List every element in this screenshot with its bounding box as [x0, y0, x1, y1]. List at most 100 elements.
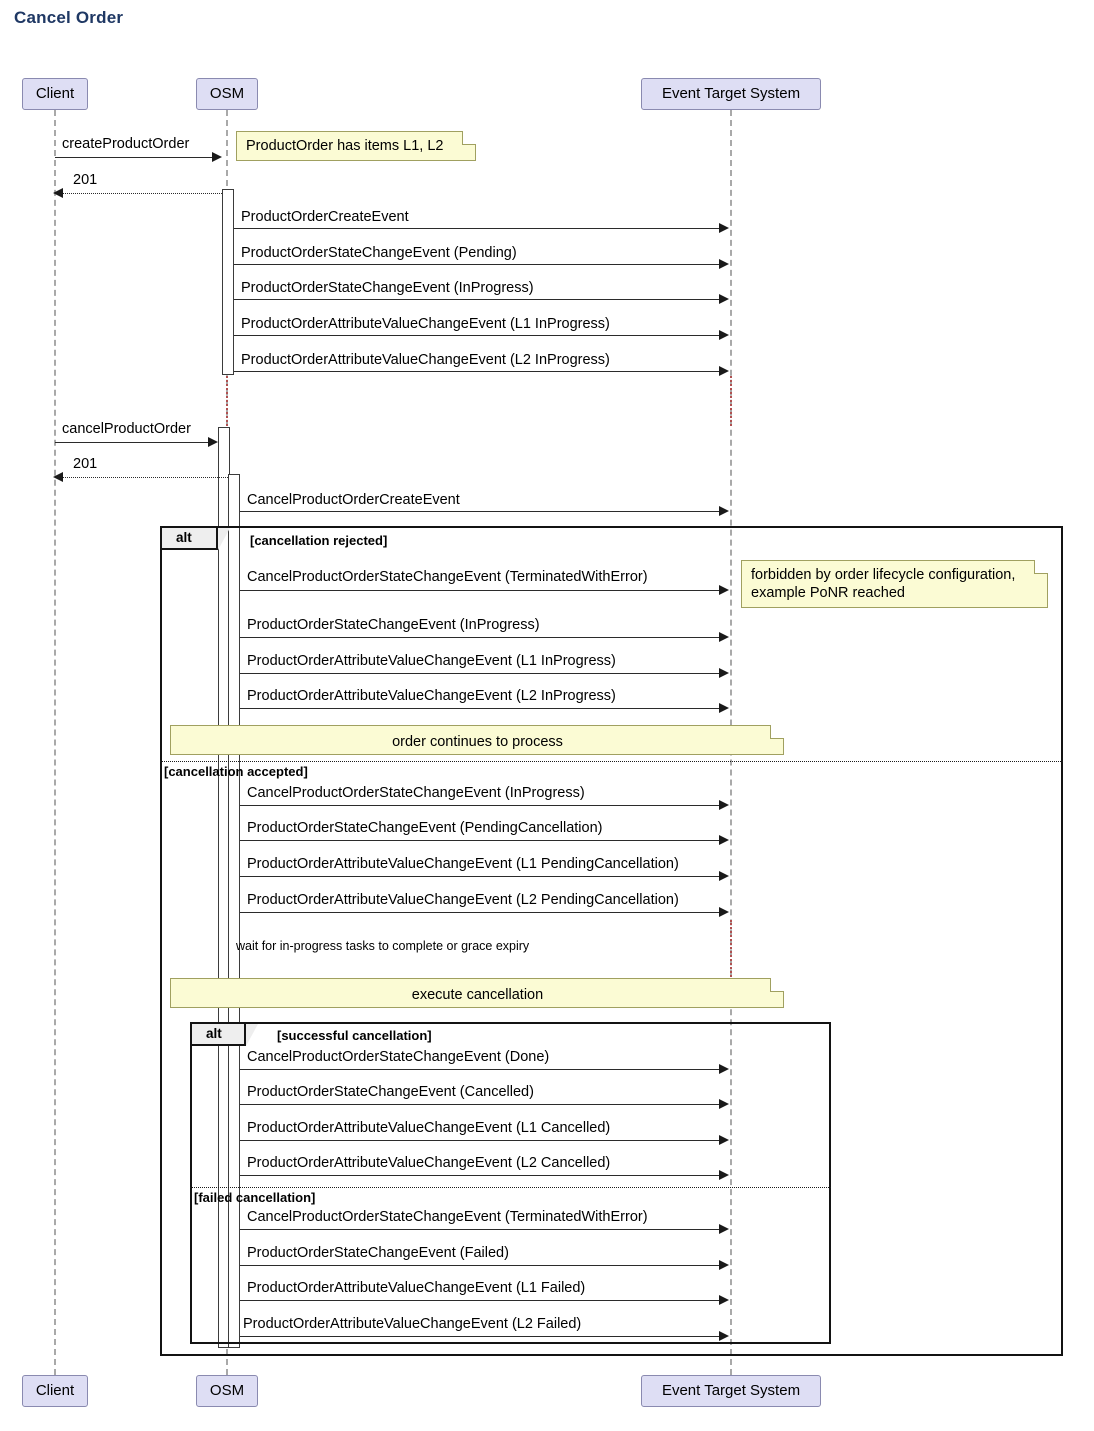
message-label-poavc-l1-inprogress: ProductOrderAttributeValueChangeEvent (L…: [241, 316, 610, 332]
message-arrow-pos-pendingcancellation: [240, 840, 721, 841]
arrowhead-cancel-product-order: [208, 437, 218, 447]
note-fold-icon: [770, 725, 784, 739]
arrowhead-cposc-done: [719, 1064, 729, 1074]
arrowhead-pos-pendingcancellation: [719, 835, 729, 845]
message-arrow-poavc-l2-inprogress-2: [240, 708, 721, 709]
participant-client-top[interactable]: Client: [22, 78, 88, 110]
message-label-201-create: 201: [73, 172, 98, 188]
message-arrow-cposc-terminatedwitherror-1: [240, 590, 721, 591]
message-arrow-pos-failed: [240, 1265, 721, 1266]
note-fold-icon: [770, 978, 784, 992]
message-label-create-product-order: createProductOrder: [62, 136, 190, 152]
message-arrow-poavc-l1-pendingcancellation: [240, 876, 721, 877]
message-arrow-pos-inprogress-2: [240, 637, 721, 638]
message-label-pos-pending: ProductOrderStateChangeEvent (Pending): [241, 245, 517, 261]
arrowhead-poavc-l1-failed: [719, 1295, 729, 1305]
message-label-pos-pendingcancellation: ProductOrderStateChangeEvent (PendingCan…: [247, 820, 603, 836]
arrowhead-cposc-terminatedwitherror-1: [719, 585, 729, 595]
message-label-pos-inprogress: ProductOrderStateChangeEvent (InProgress…: [241, 280, 534, 296]
message-arrow-cposc-done: [240, 1069, 721, 1070]
message-label-cancel-product-order: cancelProductOrder: [62, 421, 191, 437]
note-product-order-items: ProductOrder has items L1, L2: [236, 131, 476, 161]
participant-osm-top[interactable]: OSM: [196, 78, 258, 110]
message-label-201-cancel: 201: [73, 456, 98, 472]
message-arrow-pos-inprogress: [234, 299, 721, 300]
arrowhead-cposc-inprogress: [719, 800, 729, 810]
arrowhead-pos-pending: [719, 259, 729, 269]
participant-event-target-system-bottom[interactable]: Event Target System: [641, 1375, 821, 1407]
participant-osm-bottom[interactable]: OSM: [196, 1375, 258, 1407]
note-fold-icon: [1034, 560, 1048, 574]
arrowhead-poavc-l2-inprogress: [719, 366, 729, 376]
message-label-cancel-product-order-create-event: CancelProductOrderCreateEvent: [247, 492, 460, 508]
message-label-poavc-l2-pendingcancellation: ProductOrderAttributeValueChangeEvent (L…: [247, 892, 679, 908]
message-arrow-poavc-l2-cancelled: [240, 1175, 721, 1176]
note-forbidden-lifecycle-text: forbidden by order lifecycle configurati…: [751, 567, 1016, 601]
message-label-pos-inprogress-2: ProductOrderStateChangeEvent (InProgress…: [247, 617, 540, 633]
fragment-alt-inner-label: alt: [192, 1024, 246, 1046]
arrowhead-poavc-l1-inprogress-2: [719, 668, 729, 678]
arrowhead-201-cancel: [53, 472, 63, 482]
arrowhead-pos-failed: [719, 1260, 729, 1270]
guard-cancellation-accepted: [cancellation accepted]: [164, 764, 308, 779]
message-label-poavc-l1-inprogress-2: ProductOrderAttributeValueChangeEvent (L…: [247, 653, 616, 669]
message-arrow-201-cancel: [61, 477, 228, 478]
note-fold-icon: [462, 131, 476, 145]
message-label-poavc-l2-inprogress: ProductOrderAttributeValueChangeEvent (L…: [241, 352, 610, 368]
message-arrow-poavc-l2-pendingcancellation: [240, 912, 721, 913]
banner-execute-cancellation-text: execute cancellation: [411, 987, 544, 1003]
guard-cancellation-rejected: [cancellation rejected]: [250, 533, 388, 548]
arrowhead-poavc-l2-pendingcancellation: [719, 907, 729, 917]
banner-order-continues-text: order continues to process: [392, 734, 563, 750]
lifeline-ets-gap-1: [730, 376, 732, 426]
arrowhead-cposc-terminatedwitherror-2: [719, 1224, 729, 1234]
arrowhead-create-product-order: [212, 152, 222, 162]
fragment-alt-inner-divider: [190, 1187, 831, 1188]
note-forbidden-lifecycle: forbidden by order lifecycle configurati…: [741, 560, 1048, 608]
arrowhead-poavc-l2-failed: [719, 1331, 729, 1341]
message-arrow-cposc-terminatedwitherror-2: [240, 1229, 721, 1230]
message-arrow-cposc-inprogress: [240, 805, 721, 806]
arrowhead-pos-inprogress: [719, 294, 729, 304]
message-label-poavc-l2-cancelled: ProductOrderAttributeValueChangeEvent (L…: [247, 1155, 611, 1171]
fragment-alt-outer-label: alt: [162, 528, 218, 550]
message-label-poavc-l2-failed: ProductOrderAttributeValueChangeEvent (L…: [243, 1316, 582, 1332]
message-arrow-poavc-l2-failed: [240, 1336, 721, 1337]
message-label-pos-cancelled: ProductOrderStateChangeEvent (Cancelled): [247, 1084, 534, 1100]
message-label-product-order-create-event: ProductOrderCreateEvent: [241, 209, 409, 225]
fragment-alt-outer: [160, 526, 1063, 1356]
page-title: Cancel Order: [14, 8, 124, 27]
message-label-poavc-l1-failed: ProductOrderAttributeValueChangeEvent (L…: [247, 1280, 586, 1296]
message-label-poavc-l1-pendingcancellation: ProductOrderAttributeValueChangeEvent (L…: [247, 856, 679, 872]
message-arrow-product-order-create-event: [234, 228, 721, 229]
arrowhead-poavc-l2-cancelled: [719, 1170, 729, 1180]
message-arrow-poavc-l1-failed: [240, 1300, 721, 1301]
message-label-poavc-l2-inprogress-2: ProductOrderAttributeValueChangeEvent (L…: [247, 688, 616, 704]
message-arrow-poavc-l2-inprogress: [234, 371, 721, 372]
activation-osm-create: [222, 189, 234, 375]
arrowhead-pos-cancelled: [719, 1099, 729, 1109]
message-label-cposc-terminatedwitherror-2: CancelProductOrderStateChangeEvent (Term…: [247, 1209, 648, 1225]
inline-note-wait-for-tasks: wait for in-progress tasks to complete o…: [236, 939, 530, 953]
lifeline-client: [54, 110, 56, 1375]
participant-event-target-system-top[interactable]: Event Target System: [641, 78, 821, 110]
message-arrow-cancel-product-order-create-event: [240, 511, 721, 512]
participant-client-bottom[interactable]: Client: [22, 1375, 88, 1407]
activation-osm-cancel-inner: [228, 474, 240, 1348]
fragment-alt-outer-label-notch: [218, 528, 230, 550]
guard-successful-cancellation: [successful cancellation]: [277, 1028, 432, 1043]
fragment-alt-inner: [190, 1022, 831, 1344]
banner-execute-cancellation: execute cancellation: [170, 978, 784, 1008]
arrowhead-poavc-l1-pendingcancellation: [719, 871, 729, 881]
message-arrow-poavc-l1-cancelled: [240, 1140, 721, 1141]
fragment-alt-inner-label-notch: [246, 1024, 258, 1046]
message-label-cposc-done: CancelProductOrderStateChangeEvent (Done…: [247, 1049, 550, 1065]
arrowhead-poavc-l1-inprogress: [719, 330, 729, 340]
message-arrow-201-create: [61, 193, 222, 194]
message-arrow-pos-cancelled: [240, 1104, 721, 1105]
arrowhead-pos-inprogress-2: [719, 632, 729, 642]
message-arrow-create-product-order: [55, 157, 220, 158]
guard-failed-cancellation: [failed cancellation]: [194, 1190, 316, 1205]
lifeline-ets-gap-2: [730, 920, 732, 980]
